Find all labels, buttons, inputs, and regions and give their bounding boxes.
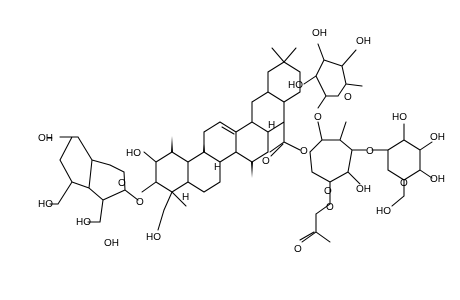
aglycone-core [141,47,301,231]
central-sugar-ring [299,121,367,243]
ring1-oh-d-label: OH [104,238,119,249]
rhamnose-ring [303,43,363,109]
ring1-oh-a-label: OH [38,133,53,144]
gal-oh-b-label: OH [430,132,445,143]
glc-link-o-label: O [366,146,374,157]
rha-oh-b-label: OH [356,36,371,47]
acetyl-o1-label: O [326,202,334,213]
left-sugar-ring [47,136,139,223]
h9-label: H [214,162,221,173]
rha-oh-a-label: OH [312,28,327,39]
ring1-oh-c-label: HO [76,217,91,228]
gal-oh-c-label: OH [430,174,445,185]
rha-link-o-label: O [314,112,322,123]
gal-oh-d-label: HO [376,206,391,217]
acetyl-o2-label: O [294,244,302,255]
ester-carbonyl-o-label: O [262,156,270,167]
right-sugar-ring [371,123,433,207]
glc-ring-o-label: O [324,186,332,197]
ring1-ring-o-label: O [118,178,126,189]
ring1-oh-b-label: HO [38,199,53,210]
rha-ring-o-label: O [344,92,352,103]
c2-oh-label: HO [126,148,141,159]
atom-labels: OH HO HO OH O O HO HO H H H O O OH OH HO… [38,28,445,255]
h18-label: H [268,120,275,131]
glc-oh-label: OH [356,184,371,195]
h5-label: H [182,192,189,203]
gal-oh-a-label: HO [392,112,407,123]
rha-oh-c-label: HO [288,80,303,91]
gal-ring-o-label: O [400,178,408,189]
ester-link-o-label: O [300,146,308,157]
ring1-glyco-o-label: O [136,197,144,208]
c23-oh-label: HO [146,232,161,243]
